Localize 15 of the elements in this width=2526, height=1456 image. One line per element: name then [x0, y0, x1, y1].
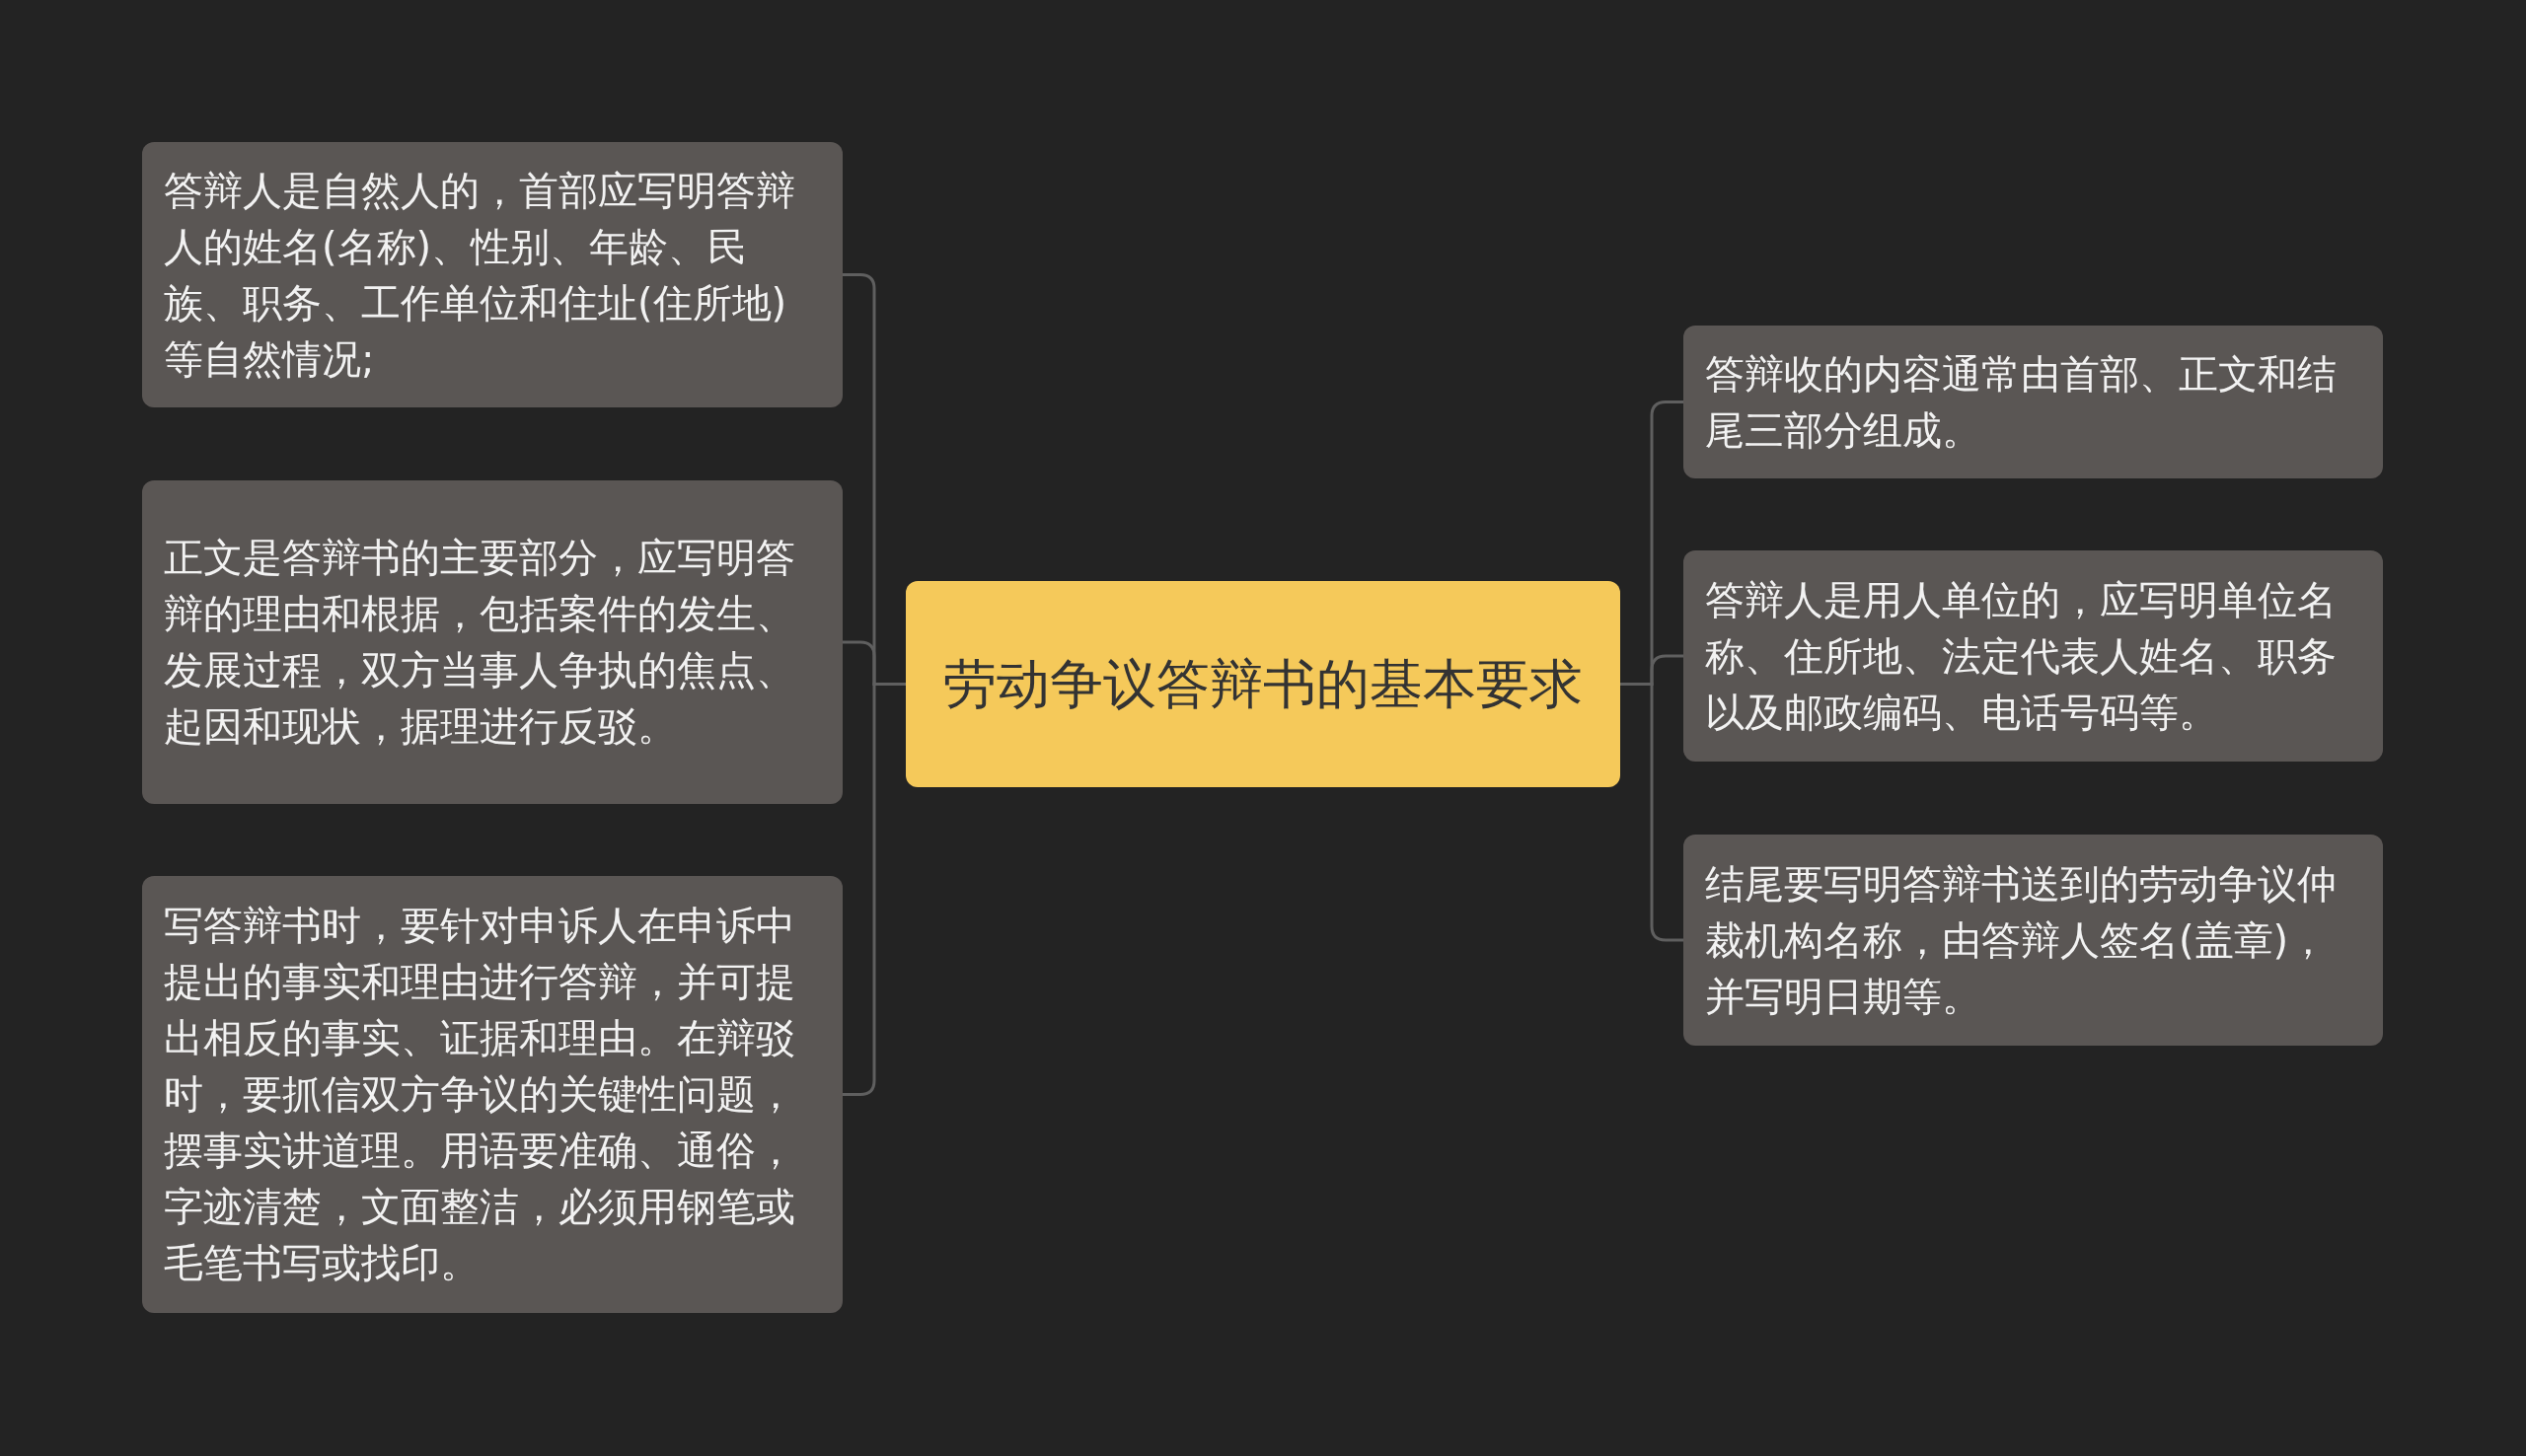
topic-box	[1683, 835, 2383, 1046]
topic-text: 答辩人是自然人的，首部应写明答辩人的姓名(名称)、性别、年龄、民族、职务、工作单位和住址(住所地)等自然情况;	[164, 166, 796, 384]
topic-text: 答辩收的内容通常由首部、正文和结尾三部分组成。	[1705, 349, 2338, 455]
topic-box	[1683, 550, 2383, 762]
topic-box	[142, 142, 843, 407]
topic-text: 正文是答辩书的主要部分，应写明答辩的理由和根据，包括案件的发生、发展过程，双方当事人争执的焦点、起因和现状，据理进行反驳。	[164, 534, 796, 751]
topic-box	[1683, 326, 2383, 478]
connector-line	[843, 683, 906, 1096]
topic-text: 写答辩书时，要针对申诉人在申诉中提出的事实和理由进行答辩，并可提出相反的事实、证据和理由。在辩驳时，要抓信双方争议的关键性问题，摆事实讲道理。用语要准确、通俗，字迹清楚，文面整洁，必须用钢笔或毛笔书写或找印。	[164, 902, 796, 1287]
topic-box	[142, 480, 843, 804]
topic-text: 答辩人是用人单位的，应写明单位名称、住所地、法定代表人姓名、职务以及邮政编码、电话号码等。	[1705, 575, 2338, 737]
topic-box	[142, 876, 843, 1313]
central-topic-box	[906, 581, 1620, 787]
topic-text: 结尾要写明答辩书送到的劳动争议仲裁机构名称，由答辩人签名(盖章)，并写明日期等。	[1705, 859, 2338, 1021]
central-topic-text: 劳动争议答辩书的基本要求	[943, 651, 1583, 717]
